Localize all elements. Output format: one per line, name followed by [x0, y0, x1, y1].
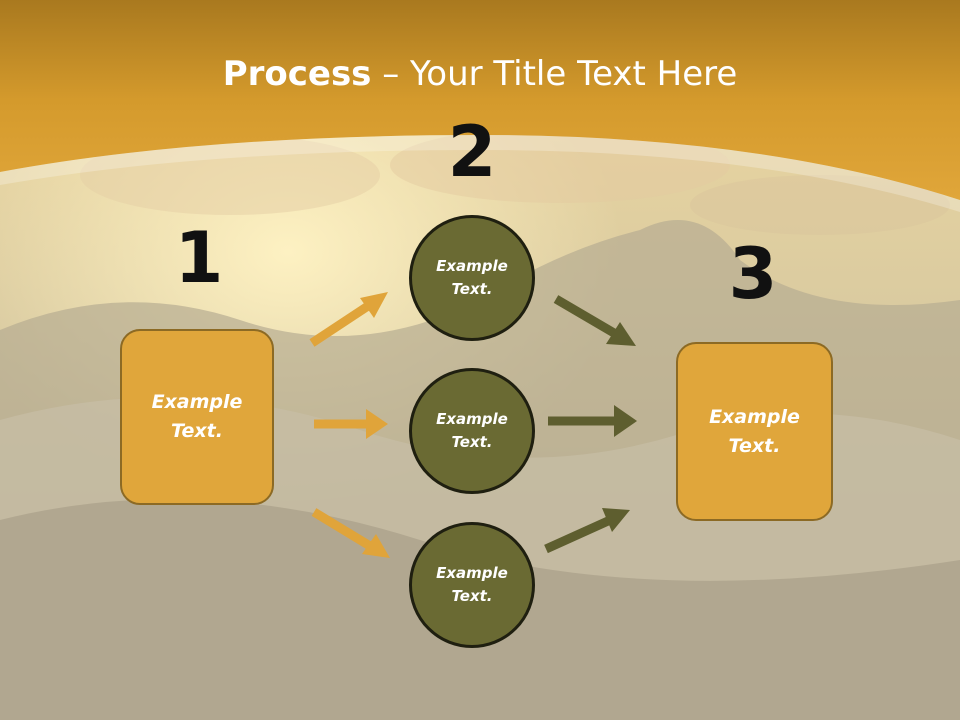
left-box: Example Text.	[120, 329, 274, 505]
arrow-left-to-top	[309, 292, 388, 347]
right-box: Example Text.	[676, 342, 833, 521]
arrow-bottom-to-right	[544, 508, 630, 554]
title-rest: – Your Title Text Here	[371, 54, 738, 94]
arrow-middle-to-right	[548, 405, 637, 437]
circle-top: Example Text.	[409, 215, 535, 341]
circle-bottom-text: Example Text.	[436, 564, 508, 605]
left-box-text: Example Text.	[151, 391, 243, 442]
title-bold: Process	[222, 54, 372, 94]
step-number-3: 3	[728, 233, 778, 315]
right-box-text: Example Text.	[709, 405, 800, 457]
arrow-top-to-right	[553, 295, 636, 346]
circle-top-text: Example Text.	[436, 257, 508, 298]
circle-middle-text: Example Text.	[436, 410, 508, 451]
arrow-left-to-bottom	[311, 508, 390, 558]
step-number-2: 2	[447, 111, 497, 193]
slide-title: Process – Your Title Text Here	[0, 52, 960, 96]
arrow-left-to-middle	[314, 409, 388, 439]
step-number-1: 1	[174, 217, 224, 299]
circle-bottom: Example Text.	[409, 522, 535, 648]
circle-middle: Example Text.	[409, 368, 535, 494]
